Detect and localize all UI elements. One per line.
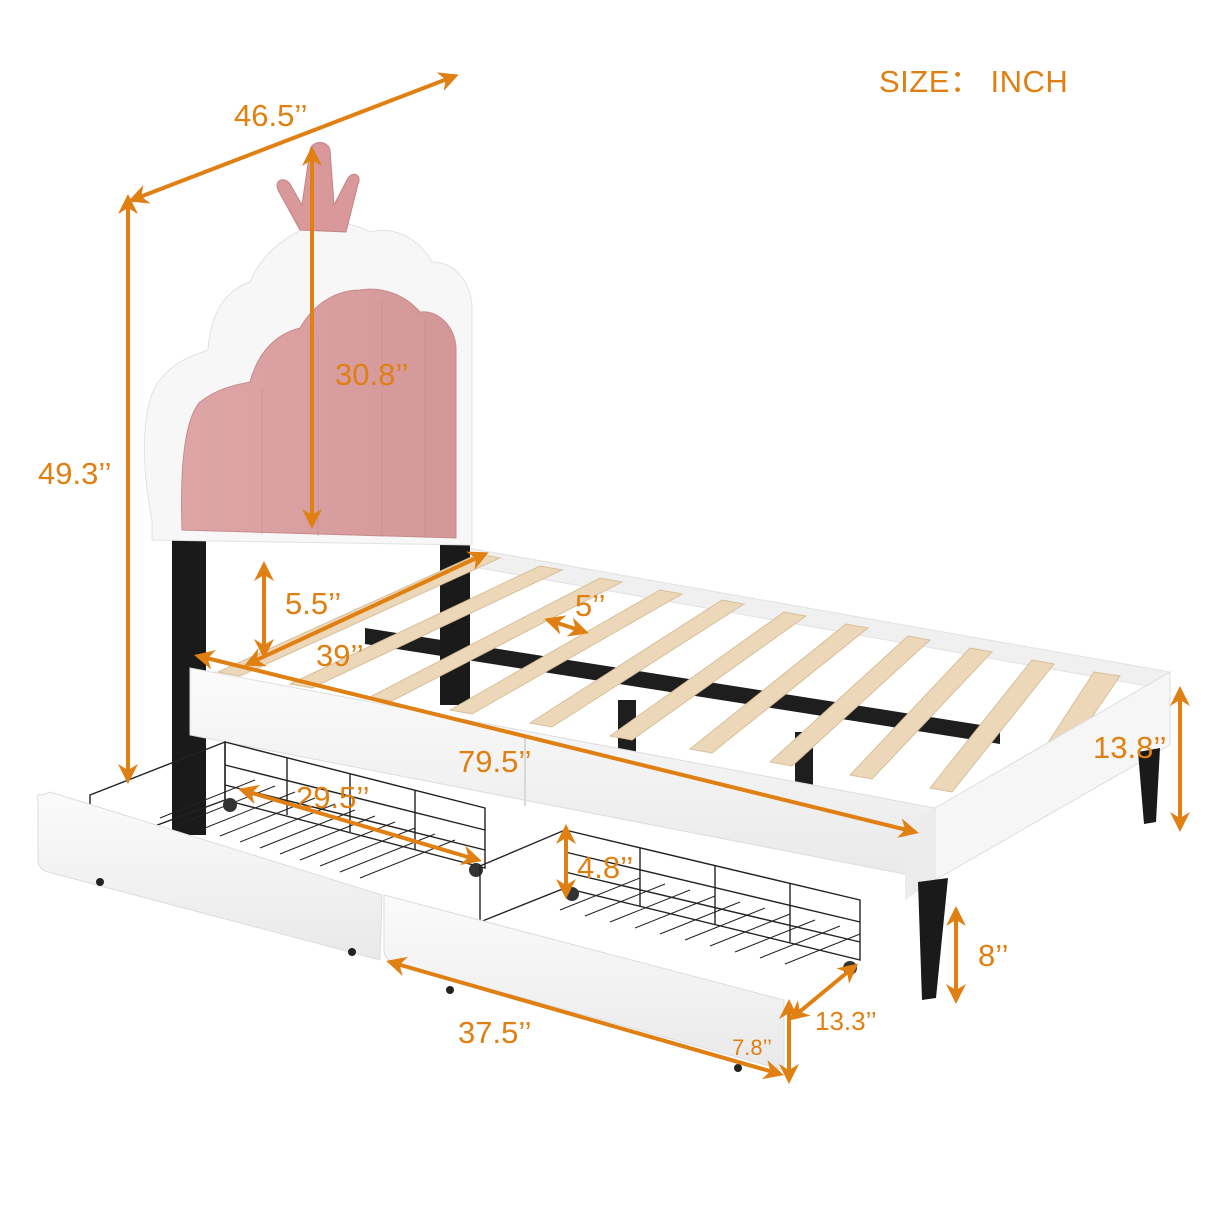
label-leg-height: 8’’ — [978, 938, 1009, 973]
label-drawer-front-height: 7.8’’ — [732, 1035, 772, 1060]
arrow-total-length — [194, 650, 919, 838]
label-inner-width: 39’’ — [316, 638, 364, 673]
label-drawer-depth: 13.3’’ — [815, 1006, 877, 1036]
headboard — [143, 142, 473, 546]
label-headboard-height: 30.8’’ — [335, 357, 409, 392]
label-basket-height: 4.8’’ — [577, 850, 634, 885]
arrow-drawer-length — [386, 956, 784, 1080]
unit-label: SIZE： INCH — [879, 64, 1069, 99]
bed-legs — [918, 748, 1160, 1000]
front-side-rail — [189, 667, 936, 881]
label-slat-spacing: 5’’ — [575, 588, 606, 623]
label-gap-height: 5.5’’ — [285, 586, 342, 621]
arrow-headboard-width — [128, 72, 459, 204]
arrow-basket-length — [238, 784, 482, 866]
label-drawer-length: 37.5’’ — [458, 1015, 532, 1050]
label-total-height: 49.3’’ — [38, 456, 112, 491]
right-drawer-basket — [479, 828, 861, 965]
label-total-length: 79.5’’ — [458, 744, 532, 779]
label-frame-height: 13.8’’ — [1093, 730, 1167, 765]
right-drawer-front — [383, 894, 785, 1072]
left-drawer-front — [37, 791, 383, 961]
arrow-inner-width — [244, 551, 489, 667]
dimension-arrows — [118, 72, 1190, 1084]
arrow-slat-spacing — [544, 615, 589, 637]
arrow-drawer-depth — [788, 963, 859, 1021]
label-basket-length: 29.5’’ — [296, 780, 370, 815]
label-headboard-width: 46.5’’ — [234, 98, 308, 133]
